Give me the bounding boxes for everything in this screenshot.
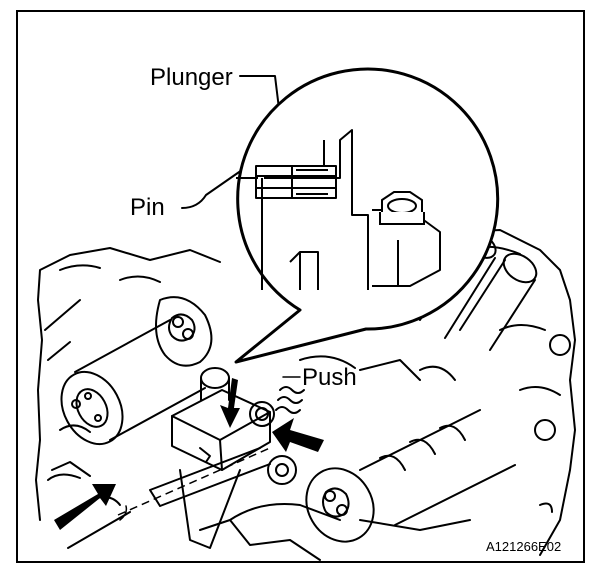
spring [275,386,305,414]
dashed-guide [117,447,271,516]
tensioner-body [171,389,271,471]
left-camshaft [74,319,206,441]
label-push: Push [302,364,357,391]
label-plunger: Plunger [150,64,233,91]
arrow-down-small [220,378,240,428]
bolt-lower [267,455,297,485]
detail-bolt [379,191,425,225]
figure-code: A121266E02 [486,539,562,554]
pin-leader [181,169,259,209]
right-tube-1 [459,259,536,351]
left-post-top [200,367,230,389]
right-camshaft [359,409,516,526]
head-casting-detail [47,245,561,481]
lower-housing [199,503,341,561]
cylinder-head-outline [35,229,576,556]
label-pin: Pin [130,194,165,221]
arrow-lower-left [54,484,116,530]
right-cam-lobe [305,467,375,543]
left-cam-lobe [155,296,213,367]
camshaft-end-face [60,370,124,446]
bolt-upper [249,401,275,427]
arrow-push-right [272,418,324,452]
figure-border [16,10,585,563]
